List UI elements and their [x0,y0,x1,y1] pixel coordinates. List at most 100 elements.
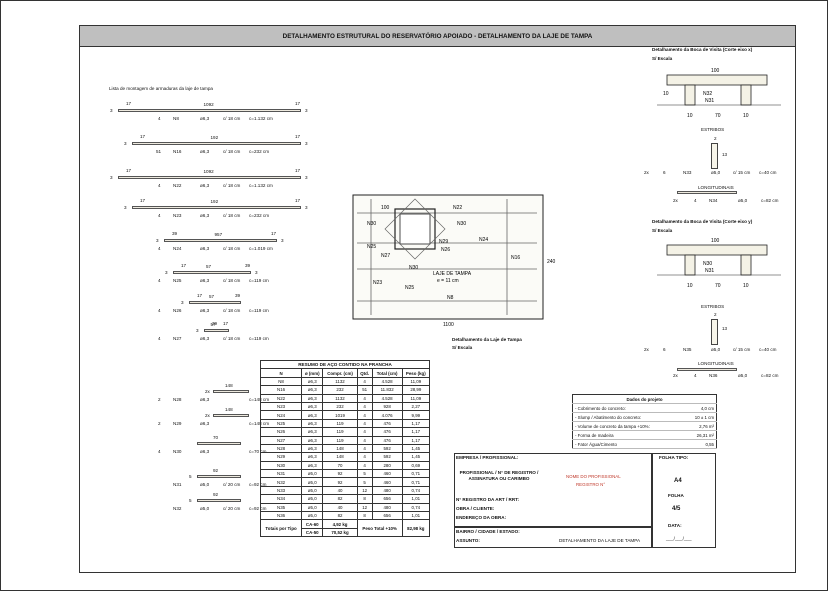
end-left: 5 [189,498,192,503]
table-cell: ø6,3 [301,452,324,462]
hook-left: 39 [172,231,178,236]
bar-id: N22 [173,183,182,188]
table-cell: 11,09 [401,376,431,387]
table-cell: 1132 [322,376,358,387]
project-value: 0,55 [683,439,717,449]
table-cell: ø6,3 [301,401,324,412]
end-left: 2x [205,413,210,418]
svg-text:10: 10 [687,113,693,119]
table-cell: 460 [371,477,403,487]
hook-right: 17 [271,231,277,236]
bar-id: N29 [173,421,182,426]
segment-length: 57 [206,264,212,269]
table-cell: 476 [371,418,403,429]
art-label: N° REGISTRO DA ART / RRT: [456,497,519,502]
bar-diameter: ø6,3 [200,246,210,251]
table-cell: 1132 [322,393,358,403]
bar-length: c=119 cm [249,308,269,313]
table-cell: 82 [322,494,358,504]
long-row-cell: 2x [673,198,678,203]
bar-spacing: c/ 18 cm [223,213,241,218]
table-cell: 4 [356,418,373,429]
sheet-title: DETALHAMENTO ESTRUTURAL DO RESERVATÓRIO … [80,26,795,47]
table-cell: 4 [356,427,373,437]
end-left: 5 [189,474,192,479]
table-cell: 0,74 [401,502,431,513]
bar-diameter: ø6,3 [200,336,210,341]
bar-qty: 4 [158,183,161,188]
hook-left: 17 [126,101,132,106]
table-cell: 480 [371,485,403,496]
opening-x-long-title: LONGITUDINAIS [698,185,734,190]
stirrup-y-shape [711,319,718,345]
hook-right: 17 [295,198,301,203]
project-key: - Volume de concreto da tampa +10%: [572,421,684,431]
table-cell: 476 [371,427,403,437]
table-cell: 928 [371,401,403,412]
slab-label: N8 [447,295,454,301]
bar-length: c=1.132 cm [249,116,273,121]
peso-total-label: Peso Total +10% [356,519,403,538]
table-cell: 119 [322,435,358,445]
peso-total-value: 82,98 kg [401,519,431,538]
bar-qty: 4 [158,116,161,121]
sheet-value: 4/5 [672,506,681,512]
bar-spacing: c/ 18 cm [223,336,241,341]
table-cell: N24 [259,410,303,420]
end-right: 3 [305,108,308,113]
table-cell: 4 [356,401,373,412]
end-left: 3 [181,300,184,305]
totals-value: 4,92 kg [322,519,358,529]
project-key: - Slump / Abatimento do concreto: [572,412,684,422]
slab-label: N26 [441,247,450,253]
bar-spacing: c/ 18 cm [223,149,241,154]
table-cell: 1019 [322,410,358,420]
bar-diameter: ø5,0 [200,482,210,487]
slab-dim-right: 240 [547,259,556,265]
segment-length: 70 [213,435,219,440]
svg-text:10: 10 [663,91,669,97]
table-cell: ø5,0 [301,502,324,513]
table-cell: 148 [322,443,358,454]
segment-length: 957 [214,232,223,237]
long-bar-x [677,191,737,194]
totals-type: CA-50 [301,527,324,538]
table-cell: 70 [322,460,358,471]
table-cell: 82 [322,511,358,521]
table-cell: 8 [356,511,373,521]
long-bar-y [677,368,737,371]
title-block: EMPRESA / PROFISSIONAL: PROFISSIONAL / N… [454,453,716,548]
bar-id: N24 [173,246,182,251]
table-cell: 1,17 [401,435,431,445]
end-right: 3 [305,175,308,180]
bar-diameter: ø6,3 [200,213,210,218]
end-left: 3 [165,270,168,275]
hook-left: 17 [126,168,132,173]
hook-left: 17 [140,134,146,139]
opening-inner [399,213,431,245]
segment-length: 192 [210,135,219,140]
table-cell: 4 [356,443,373,454]
segment-length: 1092 [203,169,214,174]
rebar-shape [132,206,301,209]
table-cell: 11,09 [401,393,431,403]
diagonal-rebars [384,198,446,260]
slab-label: N30 [457,221,466,227]
professional-register: REGISTRO N° [576,482,606,487]
table-cell: 592 [371,443,403,454]
sheet-type-value: A4 [674,478,682,484]
table-cell: ø6,3 [301,460,324,471]
table-header-cell: Total (cm) [371,368,403,378]
segment-length: 92 [213,492,219,497]
hook-right: 17 [295,101,301,106]
